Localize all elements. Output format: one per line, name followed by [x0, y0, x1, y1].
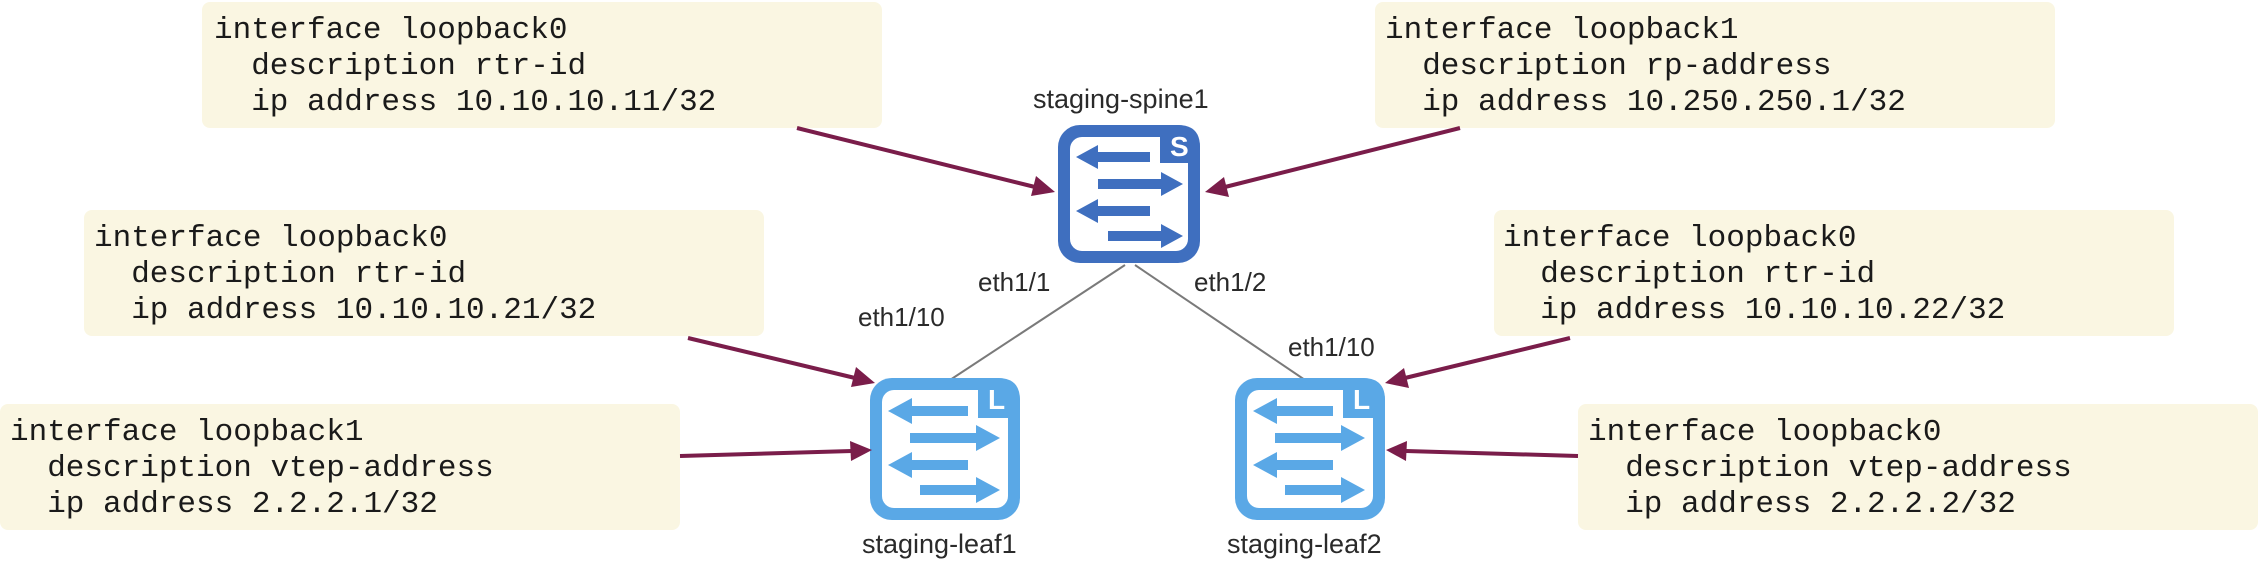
config-line: description rtr-id [1503, 257, 1875, 292]
spine-badge: S [1170, 131, 1189, 162]
arrow-spine-loopback0 [796, 126, 1055, 196]
port-label-leaf2-eth1-10: eth1/10 [1288, 332, 1375, 362]
leaf2-switch-icon[interactable]: L [1235, 378, 1385, 520]
link-spine-leaf1 [949, 264, 1126, 381]
node-label-spine: staging-spine1 [1033, 84, 1209, 114]
node-label-leaf2: staging-leaf2 [1227, 529, 1382, 559]
node-label-leaf1: staging-leaf1 [862, 529, 1017, 559]
arrow-leaf1-loopback1 [679, 441, 872, 461]
config-line: interface loopback0 [1588, 415, 1941, 450]
config-line: ip address 2.2.2.1/32 [10, 487, 438, 522]
config-line: description vtep-address [10, 451, 494, 486]
config-line: ip address 2.2.2.2/32 [1588, 487, 2016, 522]
config-box-spine-loopback1: interface loopback1 description rp-addre… [1375, 2, 2055, 128]
config-line: interface loopback1 [10, 415, 363, 450]
leaf2-badge: L [1353, 384, 1370, 415]
port-label-leaf1-eth1-10: eth1/10 [858, 302, 945, 332]
config-line: ip address 10.10.10.11/32 [214, 85, 716, 120]
spine-switch-icon[interactable]: S [1058, 125, 1200, 263]
config-line: description rp-address [1385, 49, 1831, 84]
leaf1-switch-icon[interactable]: L [870, 378, 1020, 520]
config-line: description rtr-id [94, 257, 466, 292]
config-box-leaf1-loopback0: interface loopback0 description rtr-id i… [84, 210, 764, 336]
port-label-spine-eth1-1: eth1/1 [978, 267, 1050, 297]
config-line: description vtep-address [1588, 451, 2072, 486]
config-line: interface loopback0 [214, 13, 567, 48]
leaf1-badge: L [988, 384, 1005, 415]
config-line: interface loopback0 [1503, 221, 1856, 256]
arrow-leaf1-loopback0 [687, 336, 875, 387]
port-label-spine-eth1-2: eth1/2 [1194, 267, 1266, 297]
arrow-leaf2-loopback0-rtr [1385, 336, 1571, 388]
config-box-spine-loopback0: interface loopback0 description rtr-id i… [202, 2, 882, 128]
config-box-leaf2-loopback0-vtep: interface loopback0 description vtep-add… [1578, 404, 2258, 530]
config-line: interface loopback0 [94, 221, 447, 256]
arrow-spine-loopback1 [1205, 126, 1461, 197]
config-line: ip address 10.250.250.1/32 [1385, 85, 1906, 120]
config-box-leaf1-loopback1: interface loopback1 description vtep-add… [0, 404, 680, 530]
arrow-leaf2-loopback0-vtep [1386, 441, 1579, 461]
config-box-leaf2-loopback0-rtr: interface loopback0 description rtr-id i… [1494, 210, 2174, 336]
link-spine-leaf2 [1134, 264, 1306, 381]
config-line: interface loopback1 [1385, 13, 1738, 48]
config-line: ip address 10.10.10.22/32 [1503, 293, 2005, 328]
config-line: description rtr-id [214, 49, 586, 84]
config-line: ip address 10.10.10.21/32 [94, 293, 596, 328]
